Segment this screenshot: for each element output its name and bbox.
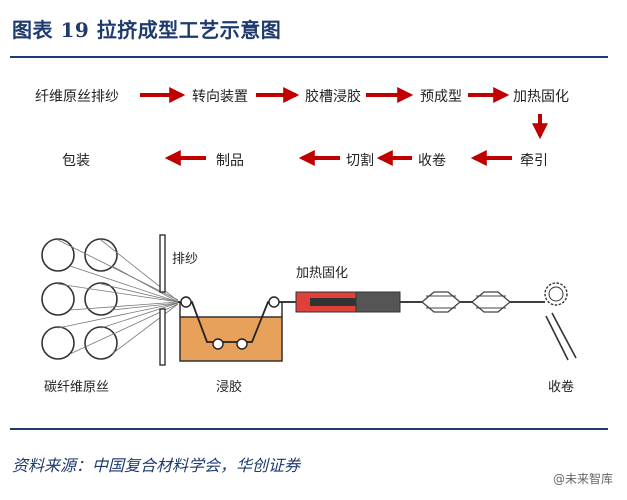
spool <box>41 238 75 272</box>
puller-2 <box>470 291 512 313</box>
spool <box>41 282 75 316</box>
step-product: 制品 <box>216 153 244 169</box>
watermark: @未来智库 <box>552 472 613 486</box>
step-cutting: 切割 <box>346 153 374 169</box>
step-pulling: 牵引 <box>520 153 548 169</box>
figure-source: 资料来源：中国复合材料学会，华创证券 <box>12 456 301 475</box>
step-resin-bath: 胶槽浸胶 <box>305 89 361 105</box>
spool <box>84 326 118 360</box>
fiber-spools <box>41 238 118 360</box>
figure-title: 图表 19 拉挤成型工艺示意图 <box>12 18 282 42</box>
label-heating: 加热固化 <box>296 266 349 281</box>
label-fiber: 碳纤维原丝 <box>44 380 110 395</box>
step-heat-cure: 加热固化 <box>513 89 569 105</box>
guide-roller <box>180 296 192 308</box>
step-packaging: 包装 <box>62 153 90 169</box>
label-impregnation: 浸胶 <box>216 380 243 395</box>
die-gray <box>355 291 401 313</box>
creel-plate-bottom <box>159 308 166 366</box>
step-fiber-creel: 纤维原丝排纱 <box>35 89 119 105</box>
label-winding: 收卷 <box>548 380 575 395</box>
spool <box>84 238 118 272</box>
spool <box>41 326 75 360</box>
puller-1 <box>420 291 462 313</box>
cut-rods <box>545 312 577 361</box>
heating-die-core <box>310 298 358 306</box>
creel-plate-top <box>159 234 166 293</box>
label-creel: 排纱 <box>172 252 199 267</box>
resin-bath <box>179 316 283 362</box>
guide-roller <box>212 338 224 350</box>
step-winding: 收卷 <box>418 153 446 169</box>
guide-roller <box>268 296 280 308</box>
guide-roller <box>236 338 248 350</box>
step-preform: 预成型 <box>420 89 462 105</box>
step-turning-device: 转向装置 <box>192 89 248 105</box>
bottom-divider <box>10 428 608 430</box>
pullers <box>420 291 512 313</box>
top-divider <box>10 56 608 58</box>
